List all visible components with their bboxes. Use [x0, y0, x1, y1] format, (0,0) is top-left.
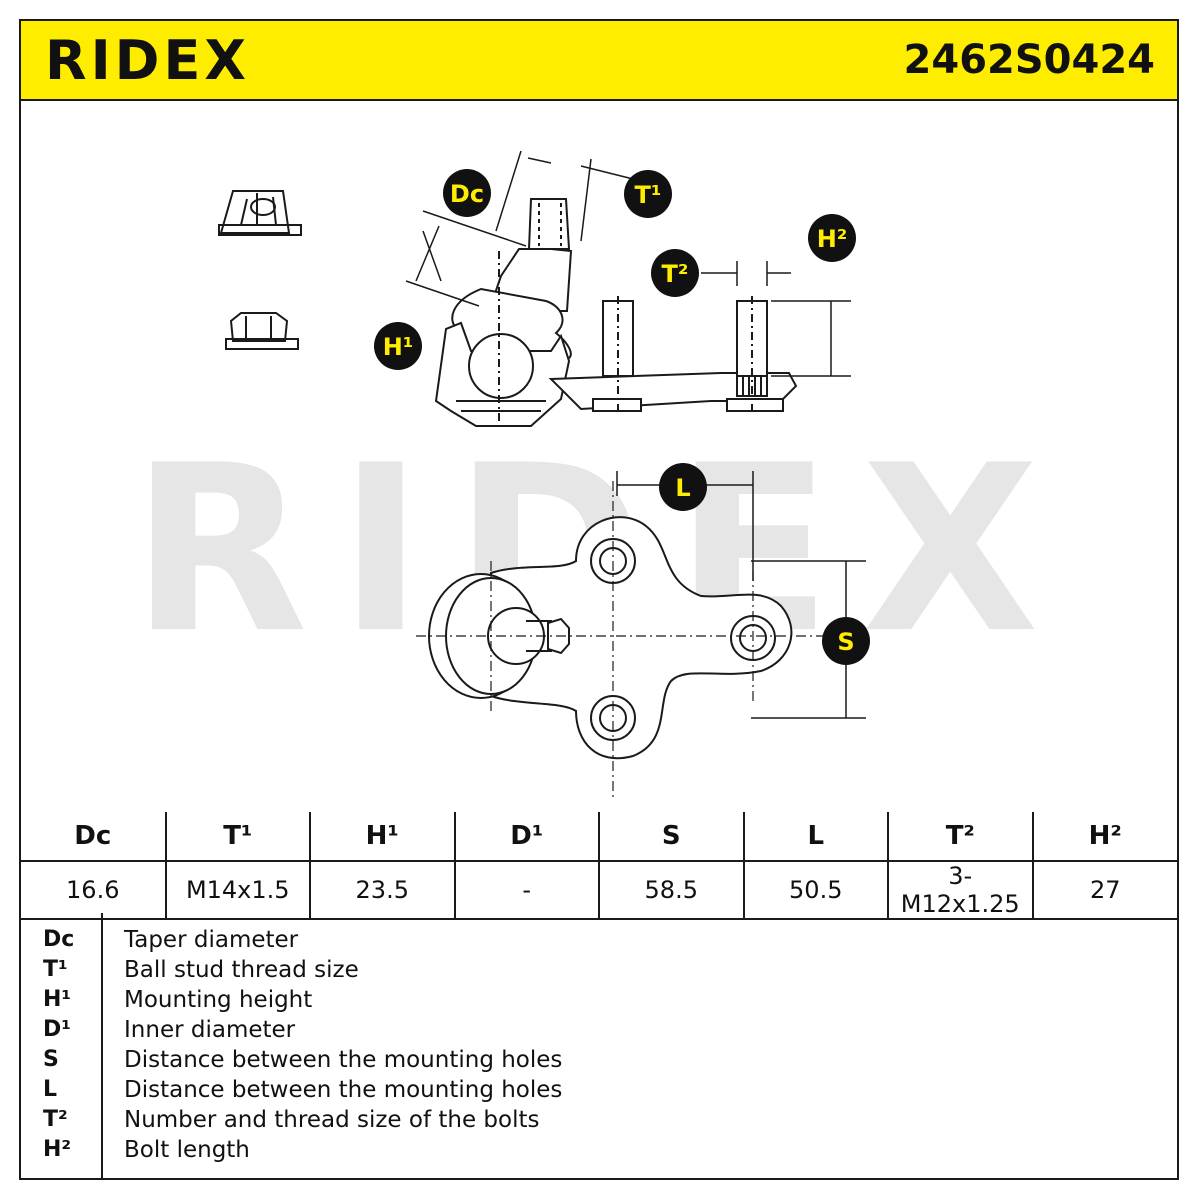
badge-t2: T²: [651, 249, 699, 297]
legend-text: Distance between the mounting holes: [124, 1077, 563, 1103]
spec-value: 58.5: [598, 860, 745, 920]
badge-l-label: L: [675, 474, 690, 502]
legend-code: H²: [43, 1137, 72, 1162]
legend-item: H¹ Mounting height: [21, 987, 1121, 1017]
badge-t1-label: T¹: [635, 181, 662, 209]
spec-value: 23.5: [309, 860, 456, 920]
legend-text: Distance between the mounting holes: [124, 1047, 563, 1073]
spec-header: Dc: [21, 812, 167, 862]
badge-h2: H²: [808, 214, 856, 262]
badge-s: S: [822, 617, 870, 665]
spec-value: 16.6: [21, 860, 167, 920]
legend-text: Taper diameter: [124, 927, 299, 953]
legend-item: L Distance between the mounting holes: [21, 1077, 1121, 1107]
outer-frame: [19, 19, 1179, 1180]
header-bar: RIDEX 2462S0424: [21, 21, 1177, 101]
ball-joint-drawing: Dc T¹ H¹ T² H² L: [218, 150, 870, 801]
badge-t1: T¹: [624, 170, 672, 218]
legend-text: Bolt length: [124, 1137, 250, 1163]
legend-item: H² Bolt length: [21, 1137, 1121, 1167]
legend-code: Dc: [43, 927, 75, 952]
badge-l: L: [659, 463, 707, 511]
nut-side-icon: [218, 190, 302, 236]
spec-header: T²: [887, 812, 1034, 862]
legend-item: D¹ Inner diameter: [21, 1017, 1121, 1047]
legend-code: T¹: [43, 957, 68, 982]
spec-header: D¹: [453, 812, 600, 862]
legend-item: Dc Taper diameter: [21, 927, 1121, 957]
spec-header-row: Dc T¹ H¹ D¹ S L T² H²: [21, 812, 1177, 862]
spec-header: T¹: [164, 812, 311, 862]
legend-item: T¹ Ball stud thread size: [21, 957, 1121, 987]
legend-text: Mounting height: [124, 987, 313, 1013]
spec-header: H¹: [309, 812, 456, 862]
legend-code: T²: [43, 1107, 68, 1132]
technical-drawing: RIDEX: [21, 101, 1177, 812]
spec-value: -: [453, 860, 600, 920]
legend-code: D¹: [43, 1017, 71, 1042]
ball-joint-top: [416, 481, 866, 801]
legend-text: Ball stud thread size: [124, 957, 359, 983]
badge-s-label: S: [837, 628, 854, 656]
legend-item: T² Number and thread size of the bolts: [21, 1107, 1121, 1137]
badge-h1: H¹: [374, 322, 422, 370]
spec-header: H²: [1031, 812, 1177, 862]
legend: Dc Taper diameter T¹ Ball stud thread si…: [21, 913, 1177, 1178]
legend-code: L: [43, 1077, 58, 1102]
spec-table: Dc T¹ H¹ D¹ S L T² H² 16.6 M14x1.5 23.5 …: [21, 812, 1177, 920]
legend-code: S: [43, 1047, 59, 1072]
legend-text: Number and thread size of the bolts: [124, 1107, 540, 1133]
part-number: 2462S0424: [903, 37, 1155, 83]
badge-h2-label: H²: [817, 225, 848, 253]
spec-value: M14x1.5: [164, 860, 311, 920]
spec-value-row: 16.6 M14x1.5 23.5 - 58.5 50.5 3-M12x1.25…: [21, 860, 1177, 920]
spec-value: 3-M12x1.25: [887, 860, 1034, 920]
badge-h1-label: H¹: [383, 333, 414, 361]
spec-header: S: [598, 812, 745, 862]
badge-dc: Dc: [443, 169, 491, 217]
legend-divider: [101, 913, 103, 1178]
badge-dc-label: Dc: [450, 180, 484, 208]
spec-value: 50.5: [742, 860, 889, 920]
ball-joint-side: [434, 198, 798, 427]
legend-code: H¹: [43, 987, 72, 1012]
nut-front-icon: [225, 312, 299, 350]
spec-value: 27: [1031, 860, 1177, 920]
spec-header: L: [742, 812, 889, 862]
legend-text: Inner diameter: [124, 1017, 296, 1043]
brand-logo: RIDEX: [45, 29, 251, 92]
legend-item: S Distance between the mounting holes: [21, 1047, 1121, 1077]
badge-t2-label: T²: [662, 260, 689, 288]
